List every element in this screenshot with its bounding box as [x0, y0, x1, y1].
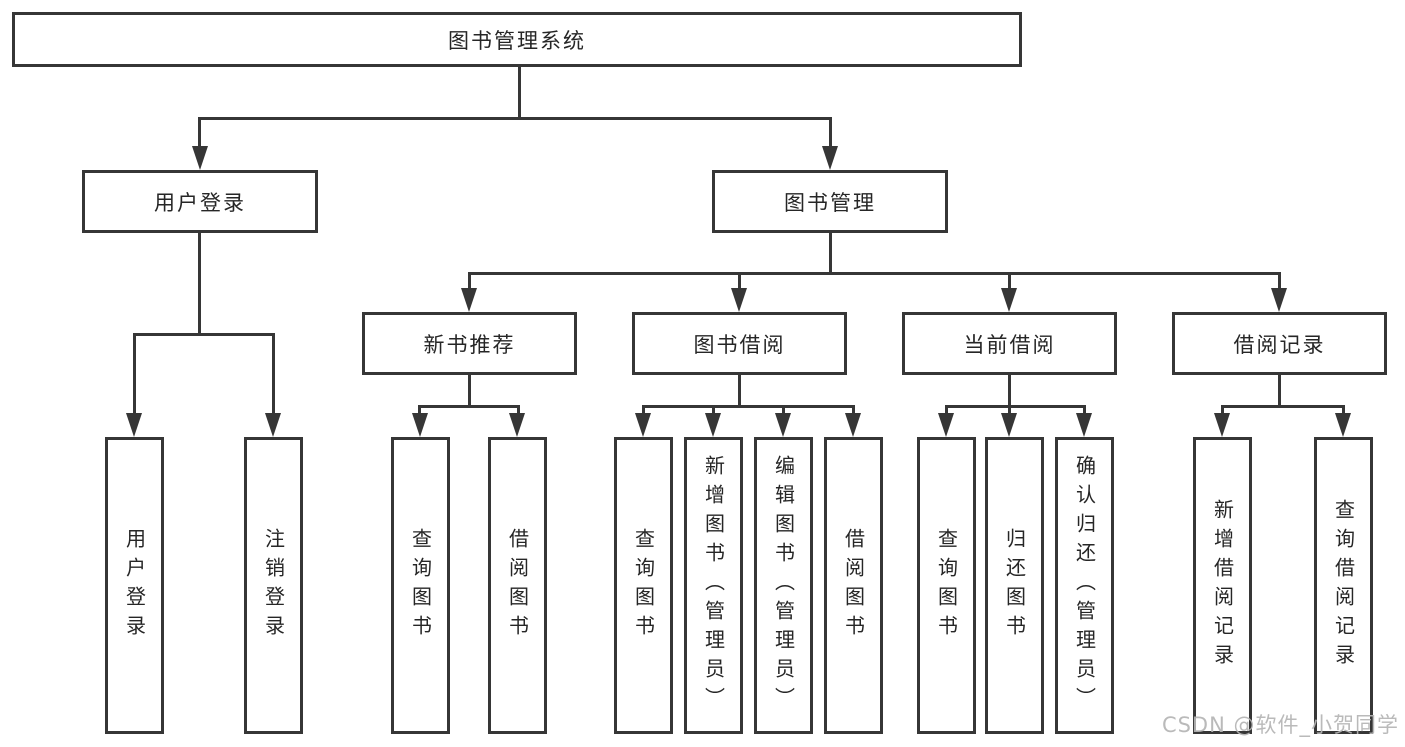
- leaf-br-add-borrow-record: 新增借阅记录: [1193, 437, 1252, 734]
- connector-book-management-stem: [829, 233, 832, 274]
- arrowhead-down-icon: [1076, 413, 1092, 437]
- connector-new-book-recommendation-stem: [468, 375, 471, 407]
- leaf-logout: 注销登录: [244, 437, 303, 734]
- node-new-book-recommendation: 新书推荐: [362, 312, 577, 375]
- connector-user-login-split: [133, 333, 275, 336]
- arrowhead-down-icon: [705, 413, 721, 437]
- connector-leaf-drop: [418, 405, 421, 417]
- arrowhead-down-icon: [192, 146, 208, 170]
- node-label: 当前借阅: [963, 332, 1056, 357]
- node-label: 图书借阅: [693, 332, 786, 357]
- arrowhead-down-icon: [822, 146, 838, 170]
- connector-current-borrowing-stem: [1008, 375, 1011, 407]
- leaf-label: 查询图书: [631, 527, 656, 644]
- connector-new-book-recommendation-split: [418, 405, 520, 408]
- leaf-label: 注销登录: [261, 527, 286, 644]
- arrowhead-down-icon: [1335, 413, 1351, 437]
- connector-current-borrowing-split: [945, 405, 1086, 408]
- connector-leaf-drop: [1221, 405, 1224, 417]
- node-book-management: 图书管理: [712, 170, 948, 233]
- node-label: 图书管理: [784, 190, 876, 215]
- leaf-label: 查询借阅记录: [1331, 498, 1356, 673]
- connector-leaf-drop: [468, 272, 471, 290]
- leaf-bb-query-books: 查询图书: [614, 437, 673, 734]
- node-borrowing-records: 借阅记录: [1172, 312, 1387, 375]
- connector-leaf-drop: [1008, 405, 1011, 417]
- connector-leaf-drop: [738, 272, 741, 290]
- leaf-bb-borrow-books: 借阅图书: [824, 437, 883, 734]
- node-label: 借阅记录: [1233, 332, 1326, 357]
- node-book-borrowing: 图书借阅: [632, 312, 847, 375]
- leaf-cb-confirm-return-admin: 确认归还（管理员）: [1055, 437, 1114, 734]
- connector-root-stem: [518, 67, 521, 119]
- arrowhead-down-icon: [635, 413, 651, 437]
- arrowhead-down-icon: [1001, 413, 1017, 437]
- node-user-login: 用户登录: [82, 170, 318, 233]
- arrowhead-down-icon: [412, 413, 428, 437]
- arrowhead-down-icon: [126, 413, 142, 437]
- connector-leaf-drop: [1342, 405, 1345, 417]
- leaf-user-login: 用户登录: [105, 437, 164, 734]
- node-label: 图书管理系统: [448, 28, 586, 53]
- leaf-label: 新增图书（管理员）: [701, 455, 726, 716]
- node-current-borrowing: 当前借阅: [902, 312, 1117, 375]
- arrowhead-down-icon: [509, 413, 525, 437]
- leaf-bb-add-books-admin: 新增图书（管理员）: [684, 437, 743, 734]
- connector-leaf-drop: [1008, 272, 1011, 290]
- arrowhead-down-icon: [845, 413, 861, 437]
- node-label: 用户登录: [154, 190, 246, 215]
- node-library-management-system: 图书管理系统: [12, 12, 1022, 67]
- connector-borrowing-records-split: [1221, 405, 1345, 408]
- leaf-label: 查询图书: [408, 527, 433, 644]
- arrowhead-down-icon: [1214, 413, 1230, 437]
- connector-leaf-drop: [782, 405, 785, 417]
- connector-book-borrowing-split: [642, 405, 855, 408]
- connector-leaf-drop: [1278, 272, 1281, 290]
- connector-book-borrowing-stem: [738, 375, 741, 407]
- connector-leaf-drop: [1083, 405, 1086, 417]
- connector-user-login-drop: [198, 117, 201, 148]
- leaf-label: 借阅图书: [505, 527, 530, 644]
- connector-leaf-drop: [517, 405, 520, 417]
- leaf-label: 编辑图书（管理员）: [771, 455, 796, 716]
- arrowhead-down-icon: [775, 413, 791, 437]
- connector-level1-split: [198, 117, 832, 120]
- arrowhead-down-icon: [461, 288, 477, 312]
- arrowhead-down-icon: [1001, 288, 1017, 312]
- leaf-label: 归还图书: [1002, 527, 1027, 644]
- leaf-br-query-borrow-record: 查询借阅记录: [1314, 437, 1373, 734]
- leaf-label: 查询图书: [934, 527, 959, 644]
- connector-leaf-drop: [133, 333, 136, 415]
- connector-book-management-drop: [829, 117, 832, 148]
- leaf-cb-query-books: 查询图书: [917, 437, 976, 734]
- connector-level2-split: [468, 272, 1281, 275]
- connector-leaf-drop: [642, 405, 645, 417]
- leaf-label: 确认归还（管理员）: [1072, 455, 1097, 716]
- connector-leaf-drop: [945, 405, 948, 417]
- connector-leaf-drop: [712, 405, 715, 417]
- leaf-bb-edit-books-admin: 编辑图书（管理员）: [754, 437, 813, 734]
- arrowhead-down-icon: [265, 413, 281, 437]
- csdn-watermark: CSDN @软件_小贺同学: [1161, 713, 1399, 737]
- connector-leaf-drop: [852, 405, 855, 417]
- leaf-label: 借阅图书: [841, 527, 866, 644]
- connector-leaf-drop: [272, 333, 275, 415]
- node-label: 新书推荐: [423, 332, 516, 357]
- arrowhead-down-icon: [938, 413, 954, 437]
- arrowhead-down-icon: [1271, 288, 1287, 312]
- leaf-cb-return-books: 归还图书: [985, 437, 1044, 734]
- connector-user-login-stem: [198, 233, 201, 335]
- connector-borrowing-records-stem: [1278, 375, 1281, 407]
- leaf-nbr-borrow-books: 借阅图书: [488, 437, 547, 734]
- leaf-nbr-query-books: 查询图书: [391, 437, 450, 734]
- leaf-label: 新增借阅记录: [1210, 498, 1235, 673]
- arrowhead-down-icon: [731, 288, 747, 312]
- leaf-label: 用户登录: [122, 527, 147, 644]
